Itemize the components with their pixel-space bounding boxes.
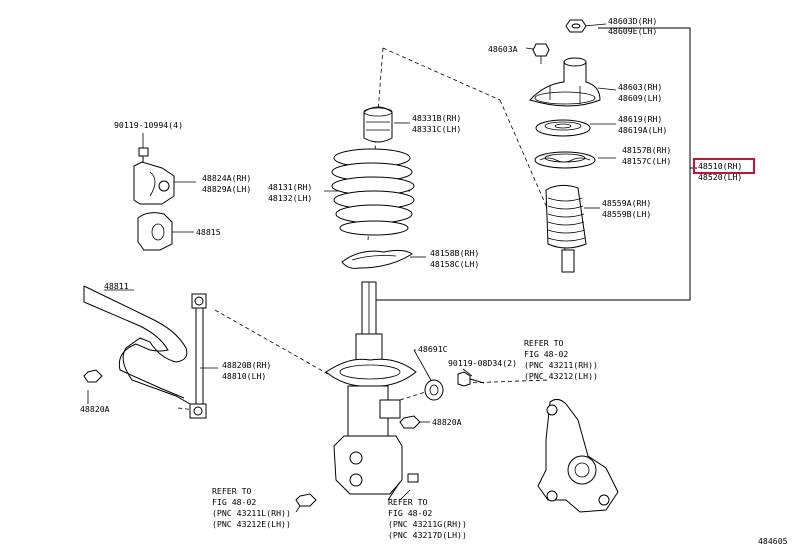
stabilizer-bar — [83, 285, 191, 405]
suspension-support — [529, 57, 601, 107]
reference-line: (PNC 43211L(RH)) — [212, 508, 291, 518]
label-48619a: 48619A(LH) — [618, 125, 667, 135]
label-48131: 48131(RH) — [268, 182, 312, 192]
reference-line: (PNC 43212(LH)) — [524, 371, 598, 381]
label-48691c: 48691C — [418, 344, 448, 354]
label-48331b: 48331B(RH) — [412, 113, 461, 123]
stabilizer-bracket — [133, 161, 175, 205]
figure-id: 484605 — [758, 536, 788, 546]
label-48609: 48609(LH) — [618, 93, 662, 103]
lower-spring-insulator — [341, 249, 413, 269]
reference-right: REFER TO FIG 48-02 (PNC 43211(RH)) (PNC … — [524, 338, 598, 381]
reference-line: (PNC 43212E(LH)) — [212, 519, 291, 529]
label-48810: 48810(LH) — [222, 371, 266, 381]
label-90119-08d34: 90119-08D34(2) — [448, 358, 517, 368]
bolt-90119-08d34 — [457, 371, 485, 387]
nut-48820a-left — [83, 369, 103, 383]
dust-boot — [545, 184, 587, 273]
label-48157c: 48157C(LH) — [622, 156, 671, 166]
label-48824a: 48824A(RH) — [202, 173, 251, 183]
reference-bottom-mid: REFER TO FIG 48-02 (PNC 43211G(RH)) (PNC… — [388, 497, 467, 540]
label-48158c: 48158C(LH) — [430, 259, 479, 269]
shock-absorber — [325, 281, 417, 495]
label-48829a: 48829A(LH) — [202, 184, 251, 194]
upper-mount-nut — [565, 19, 587, 33]
label-48603a: 48603A — [488, 44, 518, 54]
part-labels: 48603D(RH) 48609E(LH) 48603A 48603(RH) 4… — [80, 16, 742, 427]
label-48158b: 48158B(RH) — [430, 248, 479, 258]
label-48609e: 48609E(LH) — [608, 26, 657, 36]
bump-stopper — [363, 106, 393, 143]
label-48510: 48510(RH) — [698, 161, 742, 171]
label-48559b: 48559B(LH) — [602, 209, 651, 219]
stabilizer-bracket-48691c — [424, 379, 444, 401]
reference-line: (PNC 43211(RH)) — [524, 360, 598, 370]
reference-line: FIG 48-02 — [524, 349, 568, 359]
nut-lower-left — [295, 493, 317, 507]
reference-line: REFER TO — [388, 497, 428, 507]
reference-line: (PNC 43211G(RH)) — [388, 519, 467, 529]
label-48520: 48520(LH) — [698, 172, 742, 182]
label-48820b: 48820B(RH) — [222, 360, 271, 370]
mount-nut-48603a — [532, 43, 550, 64]
label-48815: 48815 — [196, 227, 221, 237]
label-48603d: 48603D(RH) — [608, 16, 657, 26]
bolt-lower-strut — [387, 473, 419, 501]
bolt-90119-10994 — [138, 147, 149, 164]
label-48619: 48619(RH) — [618, 114, 662, 124]
label-90119-10994: 90119-10994(4) — [114, 120, 183, 130]
coil-spring — [331, 148, 415, 236]
steering-knuckle — [537, 398, 619, 513]
reference-line: REFER TO — [524, 338, 564, 348]
reference-bottom-left: REFER TO FIG 48-02 (PNC 43211L(RH)) (PNC… — [212, 486, 291, 529]
upper-spring-seat — [535, 119, 591, 137]
label-48603: 48603(RH) — [618, 82, 662, 92]
reference-line: (PNC 43217D(LH)) — [388, 530, 467, 540]
stabilizer-link — [189, 293, 207, 419]
label-48820a-left: 48820A — [80, 404, 110, 414]
label-48820a-mid: 48820A — [432, 417, 462, 427]
reference-line: FIG 48-02 — [212, 497, 256, 507]
reference-line: FIG 48-02 — [388, 508, 432, 518]
stabilizer-bushing — [137, 212, 173, 251]
nut-48820a-mid — [399, 415, 421, 429]
spring-insulator — [534, 151, 596, 169]
label-48331c: 48331C(LH) — [412, 124, 461, 134]
selected-part-highlight[interactable] — [693, 158, 755, 174]
label-48132: 48132(LH) — [268, 193, 312, 203]
label-48559a: 48559A(RH) — [602, 198, 651, 208]
label-48811: 48811 — [104, 281, 129, 291]
reference-line: REFER TO — [212, 486, 252, 496]
label-48157b: 48157B(RH) — [622, 145, 671, 155]
